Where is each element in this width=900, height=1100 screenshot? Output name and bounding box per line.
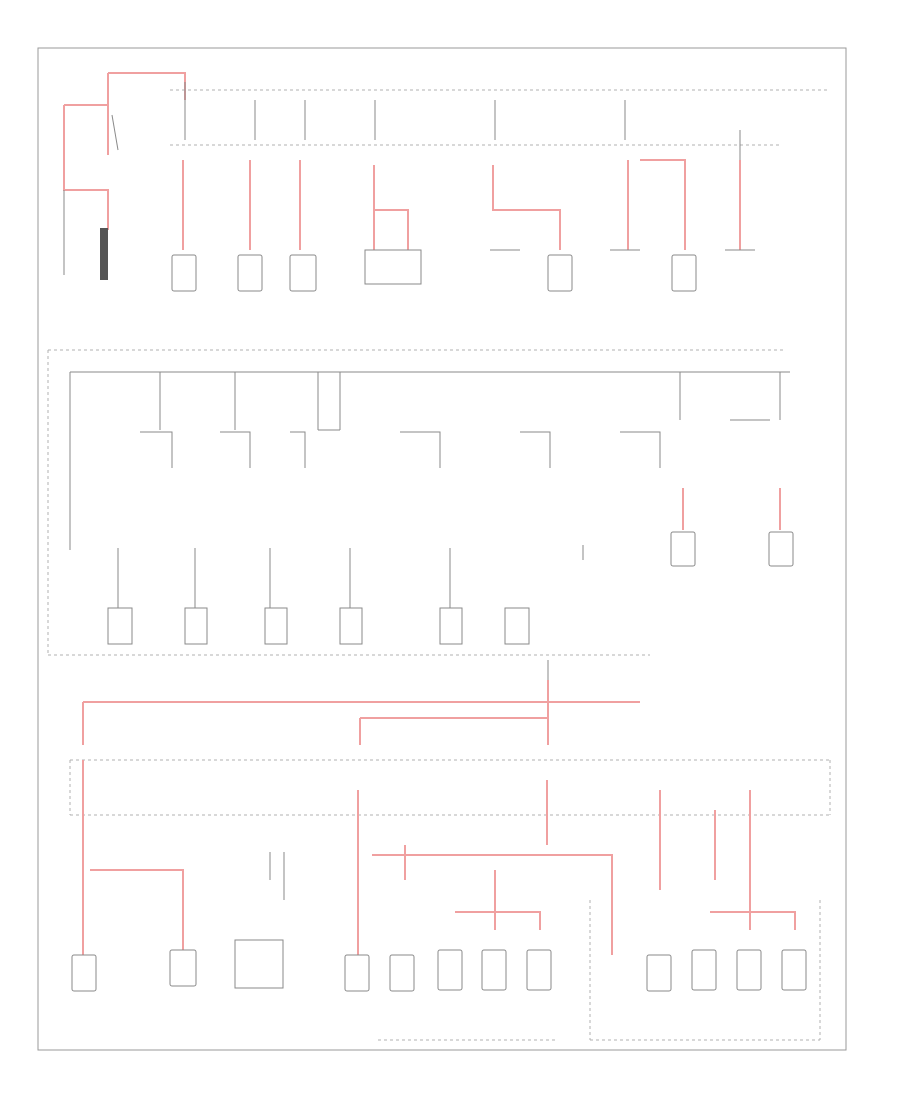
top-section (63, 72, 828, 292)
battery (100, 228, 108, 280)
outer-frame (37, 47, 847, 1051)
bottom-section (69, 660, 831, 1041)
fuse-drops (184, 100, 741, 160)
middle-section (47, 349, 794, 656)
